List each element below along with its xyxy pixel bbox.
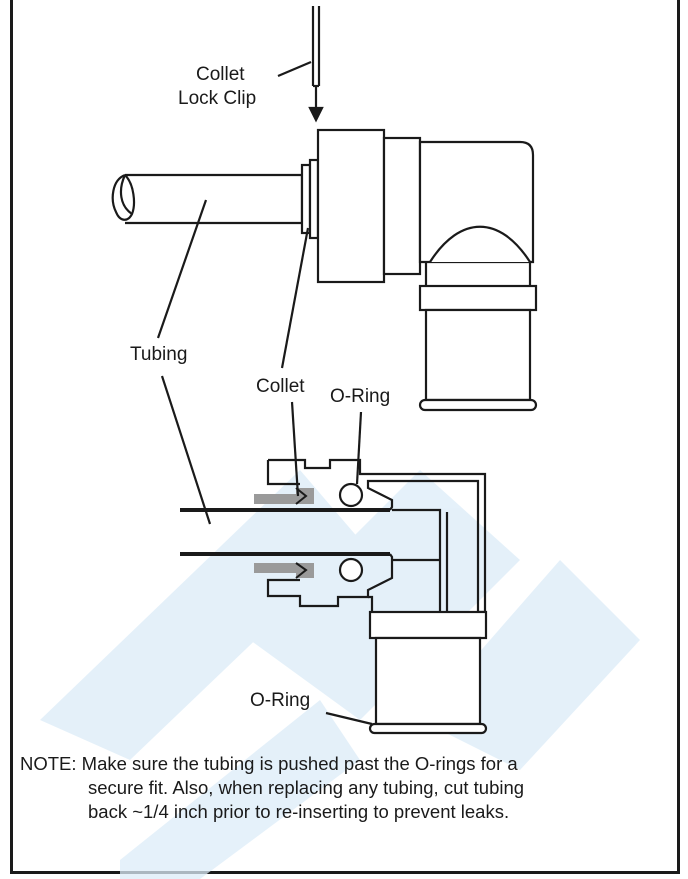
label-collet: Collet — [256, 376, 305, 397]
cross-section — [180, 458, 488, 735]
leader-collet-lock-clip — [277, 60, 312, 78]
leader-collet-upper — [280, 227, 310, 369]
collet-lock-clip — [308, 6, 324, 123]
label-o-ring-top: O-Ring — [330, 386, 390, 407]
note-text: NOTE: Make sure the tubing is pushed pas… — [20, 752, 660, 824]
leader-collet-lower — [290, 401, 300, 497]
leader-o-ring-top — [355, 411, 363, 485]
leader-tubing-upper — [156, 199, 208, 339]
elbow-body-upper — [316, 128, 538, 412]
collet-upper — [300, 163, 312, 235]
note-line-1: NOTE: Make sure the tubing is pushed pas… — [20, 753, 518, 774]
note-line-2: secure fit. Also, when replacing any tub… — [88, 777, 525, 798]
label-o-ring-bottom: O-Ring — [250, 690, 310, 711]
note-line-3: back ~1/4 inch prior to re-inserting to … — [88, 801, 510, 822]
leader-o-ring-bottom — [325, 711, 373, 726]
watermark — [40, 470, 640, 879]
label-collet-lock-clip-1: Collet — [196, 64, 245, 85]
tubing-upper — [111, 173, 304, 225]
leader-tubing-lower — [160, 375, 212, 525]
label-tubing: Tubing — [130, 344, 187, 365]
label-collet-lock-clip-2: Lock Clip — [178, 88, 256, 109]
